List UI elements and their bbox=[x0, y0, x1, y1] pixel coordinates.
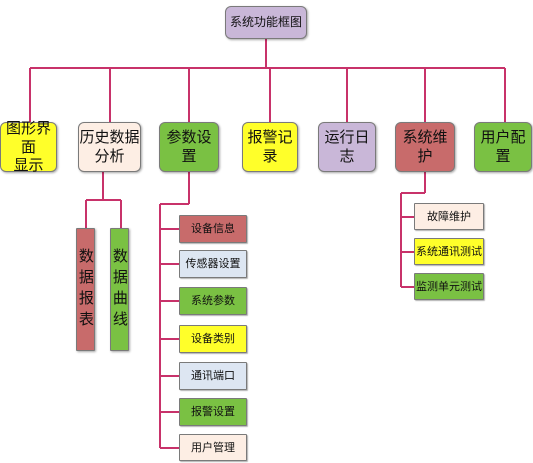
node-user-config: 用户配置 bbox=[474, 122, 532, 172]
node-device-info: 设备信息 bbox=[179, 215, 247, 243]
node-graphic-display: 图形界面 显示 bbox=[0, 119, 57, 174]
node-history-analysis: 历史数据 分析 bbox=[78, 122, 141, 172]
node-data-report: 数据报表 bbox=[76, 228, 95, 351]
node-unit-test: 监测单元测试 bbox=[414, 273, 484, 300]
root-node: 系统功能框图 bbox=[225, 6, 307, 39]
node-device-category: 设备类别 bbox=[179, 325, 247, 353]
node-system-maint: 系统维护 bbox=[395, 122, 455, 172]
node-param-settings: 参数设置 bbox=[159, 122, 219, 172]
node-system-params: 系统参数 bbox=[179, 287, 247, 315]
node-comm-port: 通讯端口 bbox=[179, 362, 247, 390]
node-fault-maint: 故障维护 bbox=[414, 203, 484, 230]
node-alarm-settings: 报警设置 bbox=[179, 398, 247, 426]
node-user-management: 用户管理 bbox=[179, 434, 247, 461]
node-run-log: 运行日志 bbox=[318, 122, 376, 172]
node-alarm-records: 报警记录 bbox=[242, 122, 298, 172]
node-data-curve: 数据曲线 bbox=[110, 228, 129, 351]
node-comm-test: 系统通讯测试 bbox=[414, 238, 484, 265]
node-sensor-settings: 传感器设置 bbox=[179, 250, 247, 278]
